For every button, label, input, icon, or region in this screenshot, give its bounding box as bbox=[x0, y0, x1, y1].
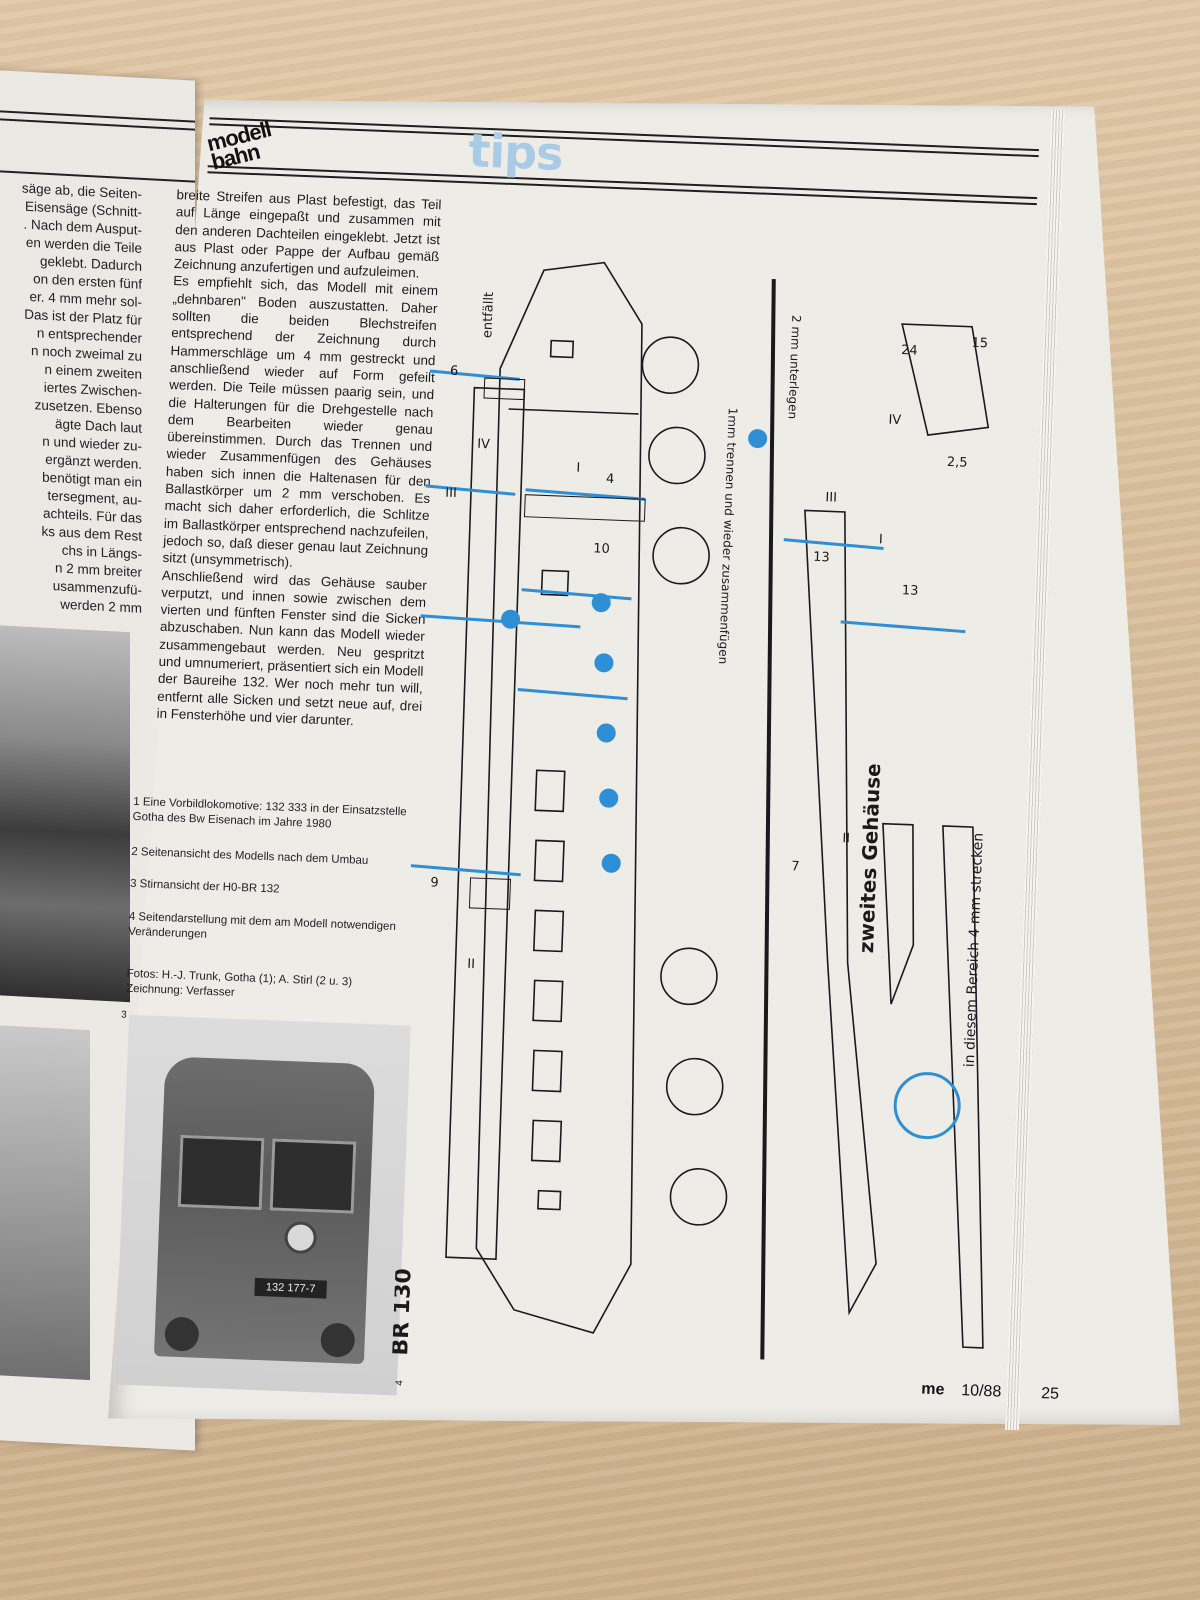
locomotive-body: 132 177-7 bbox=[153, 1056, 376, 1365]
roman-IV-1: IV bbox=[477, 437, 490, 452]
dim-15: 15 bbox=[971, 336, 988, 352]
roman-I-1: I bbox=[576, 461, 580, 476]
cut-line-3 bbox=[420, 614, 581, 629]
caption-3: 3 Stirnansicht der H0-BR 132 bbox=[129, 877, 280, 896]
detail-sketch bbox=[901, 323, 990, 436]
second-housing-label: zweites Gehäuse bbox=[854, 763, 885, 954]
loco-side-outline bbox=[475, 261, 643, 1334]
right-page-content: modell bahn tips breite Streifen aus Pla… bbox=[99, 105, 1059, 1459]
photo-credits: Fotos: H.-J. Trunk, Gotha (1); A. Stirl … bbox=[126, 967, 353, 1006]
left-page-text: säge ab, die Seiten-Eisensäge (Schnitt-.… bbox=[2, 179, 142, 618]
second-housing-part-1 bbox=[804, 509, 877, 1316]
hatch-block-middle bbox=[523, 494, 646, 522]
window-4 bbox=[533, 909, 565, 953]
join-dot-1 bbox=[501, 609, 521, 629]
dim-9: 9 bbox=[430, 875, 439, 890]
window-7 bbox=[530, 1119, 563, 1163]
roman-III-2: III bbox=[825, 490, 837, 505]
dim-4: 4 bbox=[606, 472, 615, 487]
window-6 bbox=[531, 1049, 563, 1093]
cut-line-1 bbox=[429, 369, 520, 381]
dim-7: 7 bbox=[791, 859, 800, 874]
roman-II-2: II bbox=[842, 831, 850, 846]
hatch-block-bottom bbox=[468, 877, 512, 910]
technical-drawing: 6 4 10 9 13 13 7 24 15 2,5 I I II II III… bbox=[392, 261, 990, 1360]
wheel-3 bbox=[652, 526, 710, 585]
wheel-2 bbox=[648, 426, 706, 485]
dim-2-5: 2,5 bbox=[947, 455, 968, 471]
roman-III-1: III bbox=[445, 486, 457, 501]
loco-window-right bbox=[269, 1138, 357, 1214]
window-5 bbox=[532, 979, 564, 1023]
dim-13b: 13 bbox=[902, 583, 919, 599]
second-housing-part-3 bbox=[942, 825, 984, 1349]
window-3 bbox=[533, 839, 565, 883]
second-housing-part-2 bbox=[882, 822, 915, 1005]
loco-buffer-left bbox=[164, 1316, 200, 1352]
cut-line-4 bbox=[410, 864, 521, 877]
legend-shim-text: 2 mm unterlegen bbox=[785, 315, 803, 420]
join-dot-6 bbox=[601, 853, 621, 873]
footer-magazine: me bbox=[920, 1380, 945, 1399]
dim-24: 24 bbox=[901, 343, 918, 359]
stretch-circle bbox=[893, 1072, 961, 1140]
model-label-br130: BR 130 bbox=[392, 1268, 417, 1356]
dim-6: 6 bbox=[450, 364, 459, 379]
roof-line bbox=[508, 408, 639, 415]
caption-4: 4 Seitendarstellung mit dem am Modell no… bbox=[128, 910, 397, 941]
legend-join-dot bbox=[748, 429, 768, 449]
shim-line-3 bbox=[517, 688, 628, 701]
footer-issue: 10/88 bbox=[960, 1382, 1002, 1401]
shim-line-2 bbox=[521, 588, 632, 601]
label-entfaellt: entfällt bbox=[480, 292, 497, 339]
window-2 bbox=[534, 769, 566, 813]
cab-window-top bbox=[549, 339, 575, 359]
cab-window-bottom bbox=[537, 1189, 562, 1211]
article-paragraph-2: Es empfiehlt sich, das Modell mit einem … bbox=[162, 273, 439, 571]
loco-number-plate: 132 177-7 bbox=[254, 1277, 327, 1299]
tips-title: tips bbox=[467, 123, 564, 181]
loco-buffer-right bbox=[320, 1322, 356, 1358]
article-body: breite Streifen aus Plast befestigt, das… bbox=[156, 186, 441, 732]
roman-I-2: I bbox=[879, 532, 883, 547]
roof-section bbox=[445, 386, 526, 1260]
detail-shim-line bbox=[840, 620, 966, 634]
loco-window-left bbox=[177, 1134, 265, 1211]
dim-13a: 13 bbox=[813, 550, 830, 566]
section-label: modell bahn bbox=[204, 116, 277, 174]
footer-page-number: 25 bbox=[1040, 1385, 1060, 1403]
legend-cut-text: 1mm trennen und wieder zusammenfügen bbox=[716, 407, 740, 664]
caption-2: 2 Seitenansicht des Modells nach dem Umb… bbox=[131, 845, 369, 867]
wheel-5 bbox=[665, 1057, 724, 1116]
shim-line-1 bbox=[525, 488, 646, 501]
article-paragraph-1: breite Streifen aus Plast befestigt, das… bbox=[173, 187, 442, 281]
left-photo-locomotive bbox=[0, 625, 130, 1003]
join-dot-4 bbox=[596, 723, 616, 743]
join-dot-3 bbox=[594, 653, 614, 673]
stretch-note: in diesem Bereich 4 mm strecken bbox=[962, 833, 987, 1068]
dim-10: 10 bbox=[593, 541, 610, 557]
article-paragraph-3: Anschließend wird das Gehäuse sauber ver… bbox=[156, 567, 428, 729]
left-photo-2 bbox=[0, 1025, 90, 1381]
detail-cut-line bbox=[783, 538, 884, 550]
wheel-1 bbox=[641, 336, 700, 394]
caption-1: 1 Eine Vorbildlokomotive: 132 333 in der… bbox=[132, 795, 407, 831]
join-dot-5 bbox=[599, 788, 619, 808]
join-dot-2 bbox=[591, 593, 611, 613]
hatch-block-top bbox=[483, 377, 526, 401]
cut-line-2 bbox=[425, 484, 516, 496]
photo-front-view: 132 177-7 bbox=[114, 1014, 411, 1396]
photo3-number: 3 bbox=[120, 1009, 127, 1021]
roman-IV-2: IV bbox=[888, 413, 901, 428]
wheel-4 bbox=[660, 947, 718, 1006]
loco-headlamp bbox=[284, 1221, 318, 1255]
window-1 bbox=[540, 569, 570, 597]
wheel-6 bbox=[669, 1168, 728, 1226]
figure4-number: 4 bbox=[394, 1380, 406, 1387]
frame-divider bbox=[760, 279, 776, 1360]
roman-II-1: II bbox=[467, 957, 475, 972]
